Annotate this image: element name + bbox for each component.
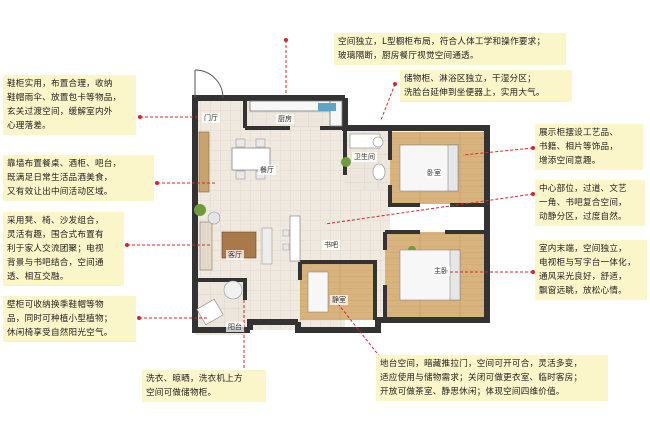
note-storage-bath: 储物柜、淋浴区独立，干湿分区； 洗脸台延伸到坐便器上，实用大气。 [400, 70, 572, 102]
bar-counter [282, 215, 301, 262]
beds [307, 144, 461, 313]
note-kitchen: 空间独立，L型橱柜布局，符合人体工学和操作要求； 玻璃隔断，厨房餐厅视觉空间通透… [334, 33, 566, 65]
note-balcony: 壁柜可收纳换季鞋帽等物 品，同时可种植小型植物； 休闲椅享受自然阳光空气。 [3, 296, 136, 342]
note-entry: 鞋柜实用，布置合理，收纳 鞋帽雨伞、放置包卡等物品， 玄关过渡空间，缓解室内外 … [3, 75, 136, 135]
room-label-bath: 卫生间 [352, 152, 377, 162]
room-label-bedroom: 卧室 [425, 168, 443, 178]
note-master: 室内末端，空间独立， 电视柜与写字台一体化， 通风采光良好，舒适， 飘窗远眺，放… [535, 240, 647, 300]
room-label-bar: 书吧 [322, 240, 340, 250]
wine-cabinet [198, 131, 210, 193]
room-label-balcony: 阳台 [226, 322, 244, 332]
note-dining: 靠墙布置餐桌、酒柜、吧台， 既满足日常生活品酒美食， 又有效让出中间活动区域。 [3, 155, 154, 201]
note-laundry: 洗衣、晾晒，洗衣机上方 空间可做储物柜。 [142, 370, 266, 402]
dining-table [231, 138, 271, 180]
room-label-kitchen: 厨房 [276, 114, 294, 124]
bathroom-fixtures [349, 133, 386, 181]
note-corridor: 中心部位，过道、文艺 一角、书吧复合空间， 动静分区，过度自然。 [535, 180, 645, 226]
leader-lines [127, 40, 534, 378]
room-label-study: 静室 [330, 295, 348, 305]
note-bedroom: 展示柜摆设工艺品、 书籍、相片等饰品， 增添空间意趣。 [535, 124, 643, 170]
room-label-entry: 门厅 [202, 113, 220, 123]
balcony-chair [196, 298, 224, 326]
inner-walls [195, 98, 487, 320]
room-label-master: 主卧 [432, 266, 450, 276]
note-living: 采用凳、椅、沙发组合， 灵活有趣，围合式布置有 利于家人交流团聚；电视 背景与书… [3, 212, 124, 286]
kitchen-counter [249, 100, 343, 127]
entry-door [194, 69, 224, 99]
room-label-dining: 餐厅 [258, 165, 276, 175]
room-label-living: 客厅 [226, 250, 244, 260]
note-study: 地台空间，暗藏推拉门，空间可开可合，灵活多变， 适应使用与储物需求；关闭可做更衣… [376, 355, 608, 401]
plant-icons [194, 157, 416, 254]
